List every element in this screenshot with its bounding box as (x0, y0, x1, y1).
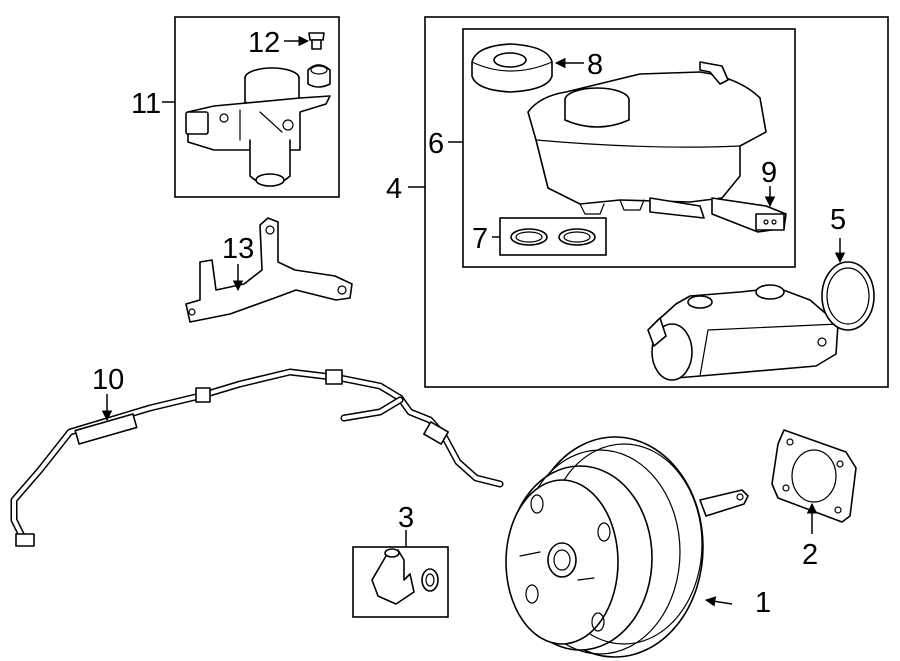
callout-7: 7 (472, 223, 488, 255)
callout-10: 10 (92, 364, 124, 396)
vacuum-pump-box (174, 16, 340, 198)
callout-9: 9 (761, 157, 777, 189)
callout-3: 3 (398, 502, 414, 534)
callout-8: 8 (587, 49, 603, 81)
master-cylinder-seal[interactable] (821, 261, 875, 331)
fluid-level-sensor[interactable] (711, 197, 787, 233)
callout-2: 2 (802, 539, 818, 571)
callout-6: 6 (428, 128, 444, 160)
pump-bolt[interactable] (308, 32, 325, 50)
callout-4: 4 (386, 173, 402, 205)
reservoir-box (462, 28, 796, 268)
vacuum-pump[interactable] (185, 67, 331, 187)
check-valve-box (352, 546, 449, 618)
callout-1: 1 (755, 587, 771, 619)
pump-grommet[interactable] (307, 64, 331, 88)
callout-13: 13 (222, 233, 254, 265)
master-cylinder[interactable] (647, 284, 839, 381)
callout-11: 11 (131, 88, 161, 120)
brake-booster[interactable] (505, 436, 749, 658)
reservoir[interactable] (527, 61, 767, 219)
vacuum-check-valve[interactable] (371, 548, 439, 605)
reservoir-cap[interactable] (471, 43, 553, 93)
leader-1 (704, 596, 733, 607)
callout-12: 12 (248, 27, 280, 59)
master-cylinder-box (424, 16, 889, 388)
pump-bracket[interactable] (185, 217, 353, 323)
vacuum-hose[interactable] (10, 368, 504, 547)
booster-gasket[interactable] (771, 429, 857, 523)
reservoir-grommets[interactable] (510, 228, 596, 246)
callout-5: 5 (830, 204, 846, 236)
